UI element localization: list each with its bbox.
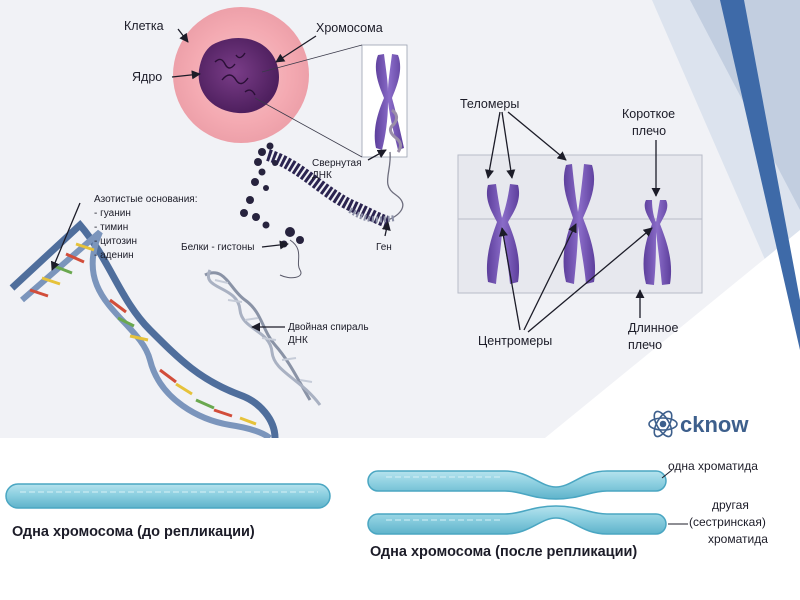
label-long-arm-1: Длинное (628, 321, 678, 335)
decor-white-wedge (545, 230, 800, 438)
chromosome-x-large (374, 54, 404, 150)
chromosome-submetacentric (563, 164, 596, 284)
arrow-chromosome (275, 35, 317, 63)
chromosome-acrocentric (643, 200, 672, 285)
arrow-telomere-1 (484, 111, 501, 179)
dna-thread (279, 239, 302, 279)
logo-text: cknow (680, 412, 749, 437)
label-one-chromatid: одна хроматида (668, 459, 758, 473)
label-chromosome: Хромосома (316, 21, 383, 35)
label-centromeres: Центромеры (478, 334, 552, 348)
label-nitrogen-bases: Азотистые основания: (94, 194, 197, 205)
cell-nucleus (198, 38, 279, 114)
label-short-arm-2: плечо (632, 124, 666, 138)
label-other-chromatid-2: (сестринская) (689, 515, 766, 529)
coil-link (386, 151, 404, 221)
caption-before: Одна хромосома (до репликации) (12, 524, 255, 540)
bottom-panel: Одна хромосома (до репликации) одна хром… (0, 438, 800, 600)
label-cell: Клетка (124, 19, 164, 33)
arrow-telomere-2 (501, 111, 516, 179)
label-other-chromatid-3: хроматида (708, 532, 768, 546)
leader-one-chromatid (661, 469, 673, 479)
cknow-logo: cknow (648, 410, 749, 438)
zoom-line-top (261, 44, 363, 73)
zoomed-chromosome (254, 44, 408, 158)
leader-arrows (50, 28, 661, 333)
zoom-line-bottom (254, 97, 363, 158)
arrow-coiled-dna (367, 149, 387, 161)
arrow-nucleus (171, 70, 201, 80)
top-labels: Клетка Ядро Хромосома Свернутая ДНК Азот… (94, 19, 678, 352)
label-coiled-dna-2: ДНК (312, 170, 332, 181)
label-other-chromatid-1: другая (712, 498, 749, 512)
arrow-centromere-1 (498, 227, 521, 331)
label-long-arm-2: плечо (628, 338, 662, 352)
label-telomeres: Теломеры (460, 97, 519, 111)
label-coiled-dna-1: Свернутая (312, 158, 362, 169)
decor-stripe-blue (720, 0, 800, 350)
arrow-cell (177, 28, 189, 43)
caption-after: Одна хромосома (после репликации) (370, 544, 637, 560)
label-base-guanine: - гуанин (94, 208, 131, 219)
chromatid-sister (367, 505, 667, 535)
label-short-arm-1: Короткое (622, 107, 675, 121)
arrow-bases (50, 202, 81, 271)
label-double-helix-1: Двойная спираль (288, 322, 369, 333)
double-helix-large (9, 219, 279, 441)
label-base-adenine: - аденин (94, 250, 134, 261)
arrow-centromere-3 (527, 227, 653, 333)
coil-spring (266, 149, 396, 228)
arrow-histones (261, 240, 289, 250)
label-gene: Ген (376, 242, 392, 253)
label-histones: Белки - гистоны (181, 242, 254, 253)
chromatid-before (5, 483, 331, 509)
nucleus-dna-strands (214, 52, 256, 96)
label-nucleus: Ядро (132, 70, 162, 84)
atom-icon (648, 410, 678, 438)
label-base-cytosine: - цитозин (94, 236, 137, 247)
chromosome-unwinding (389, 108, 403, 153)
chromosome-structure (457, 154, 703, 294)
arrow-centromere-2 (523, 223, 577, 331)
label-base-thymine: - тимин (94, 222, 128, 233)
chromatid-one (367, 470, 667, 500)
label-double-helix-2: ДНК (288, 335, 308, 346)
arrow-telomere-3 (507, 111, 567, 161)
arrow-gene (381, 221, 391, 237)
